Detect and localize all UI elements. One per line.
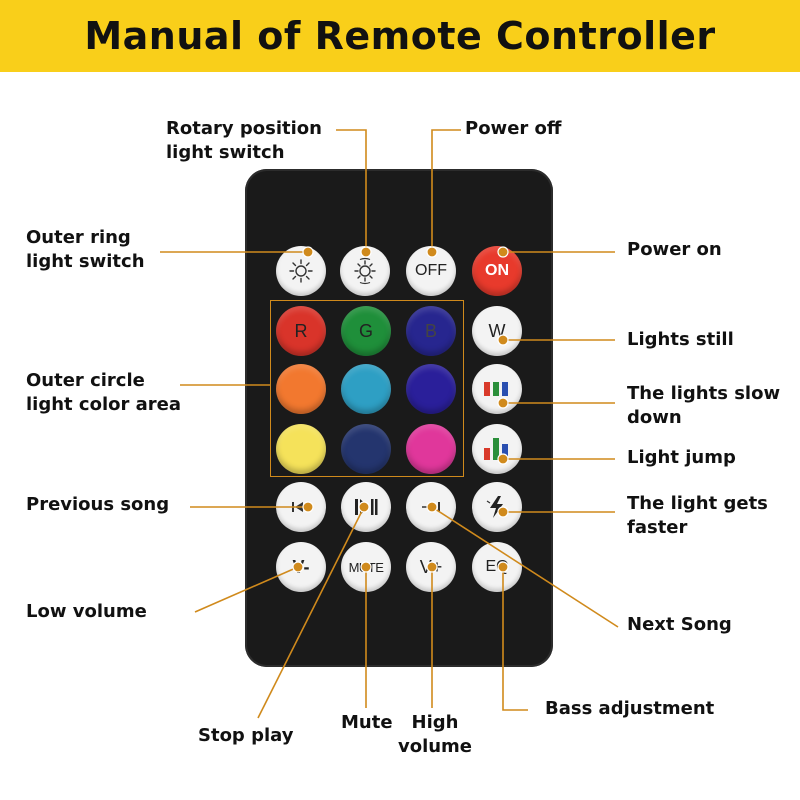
label-bass: Bass adjustment (545, 698, 715, 719)
label-outer-circle: Outer circle light color area (26, 369, 181, 417)
previous-icon (292, 502, 310, 512)
label-faster-line1: The light gets (627, 493, 768, 514)
label-high-volume: High volume (395, 711, 475, 759)
label-rotary: Rotary position light switch (166, 117, 322, 165)
label-faster-line2: faster (627, 517, 688, 538)
label-next-song: Next Song (627, 614, 732, 635)
mute-button-label: MUTE (348, 559, 384, 575)
light-jump-button[interactable] (472, 424, 522, 474)
red-label: R (294, 320, 308, 341)
label-power-off: Power off (465, 118, 562, 139)
faster-button[interactable] (472, 482, 522, 532)
green-button[interactable]: G (341, 306, 391, 356)
lightning-icon (486, 496, 509, 518)
color-area-frame (270, 300, 464, 477)
volume-down-button[interactable]: V- (276, 542, 326, 592)
sun-rotate-icon (354, 257, 376, 285)
label-power-on: Power on (627, 239, 722, 260)
label-slow-down-line1: The lights slow (627, 383, 781, 404)
bars-slow-icon (484, 382, 508, 396)
play-pause-icon (355, 499, 378, 515)
next-button[interactable] (406, 482, 456, 532)
yellow-button[interactable] (276, 424, 326, 474)
white-button[interactable]: W (472, 306, 522, 356)
outer-ring-button[interactable] (276, 246, 326, 296)
label-low-volume: Low volume (26, 601, 147, 622)
label-high-volume-line1: High (411, 712, 459, 733)
label-lights-still: Lights still (627, 329, 734, 350)
label-slow-down-line2: down (627, 407, 682, 428)
eq-label: EQ (485, 558, 509, 575)
indigo-button[interactable] (406, 364, 456, 414)
label-light-jump: Light jump (627, 447, 736, 468)
sun-outline-icon (289, 259, 313, 283)
title-banner: Manual of Remote Controller (0, 0, 800, 72)
vminus-label: V- (292, 556, 310, 577)
label-previous-song: Previous song (26, 494, 170, 515)
label-rotary-line2: light switch (166, 142, 285, 163)
label-slow-down: The lights slow down (627, 382, 780, 430)
off-label: OFF (415, 262, 447, 279)
red-button[interactable]: R (276, 306, 326, 356)
previous-button[interactable] (276, 482, 326, 532)
green-label: G (358, 320, 373, 341)
label-outer-circle-line2: light color area (26, 394, 182, 415)
on-label: ON (485, 262, 509, 279)
label-high-volume-line2: volume (397, 736, 473, 757)
rotary-switch-button[interactable] (340, 246, 390, 296)
label-rotary-line1: Rotary position (166, 118, 322, 139)
label-outer-ring: Outer ring light switch (26, 226, 145, 274)
label-faster: The light gets faster (627, 492, 768, 540)
cyan-button[interactable] (341, 364, 391, 414)
slow-down-button[interactable] (472, 364, 522, 414)
pink-button[interactable] (406, 424, 456, 474)
blue-label: B (424, 320, 437, 341)
power-off-button[interactable]: OFF (406, 246, 456, 296)
blue-button[interactable]: B (406, 306, 456, 356)
power-on-button[interactable]: ON (472, 246, 522, 296)
mute-button[interactable]: MUTE (341, 542, 391, 592)
label-outer-ring-line2: light switch (26, 251, 145, 272)
label-outer-circle-line1: Outer circle (26, 370, 145, 391)
page-title: Manual of Remote Controller (84, 14, 716, 58)
next-icon (422, 502, 440, 512)
white-label: W (488, 320, 506, 341)
label-stop-play: Stop play (198, 725, 294, 746)
label-outer-ring-line1: Outer ring (26, 227, 131, 248)
bars-jump-icon (484, 438, 508, 460)
vplus-label: V+ (419, 556, 443, 577)
volume-up-button[interactable]: V+ (406, 542, 456, 592)
eq-button[interactable]: EQ (472, 542, 522, 592)
orange-button[interactable] (276, 364, 326, 414)
navy-button[interactable] (341, 424, 391, 474)
label-mute: Mute (341, 712, 393, 733)
play-pause-button[interactable] (341, 482, 391, 532)
